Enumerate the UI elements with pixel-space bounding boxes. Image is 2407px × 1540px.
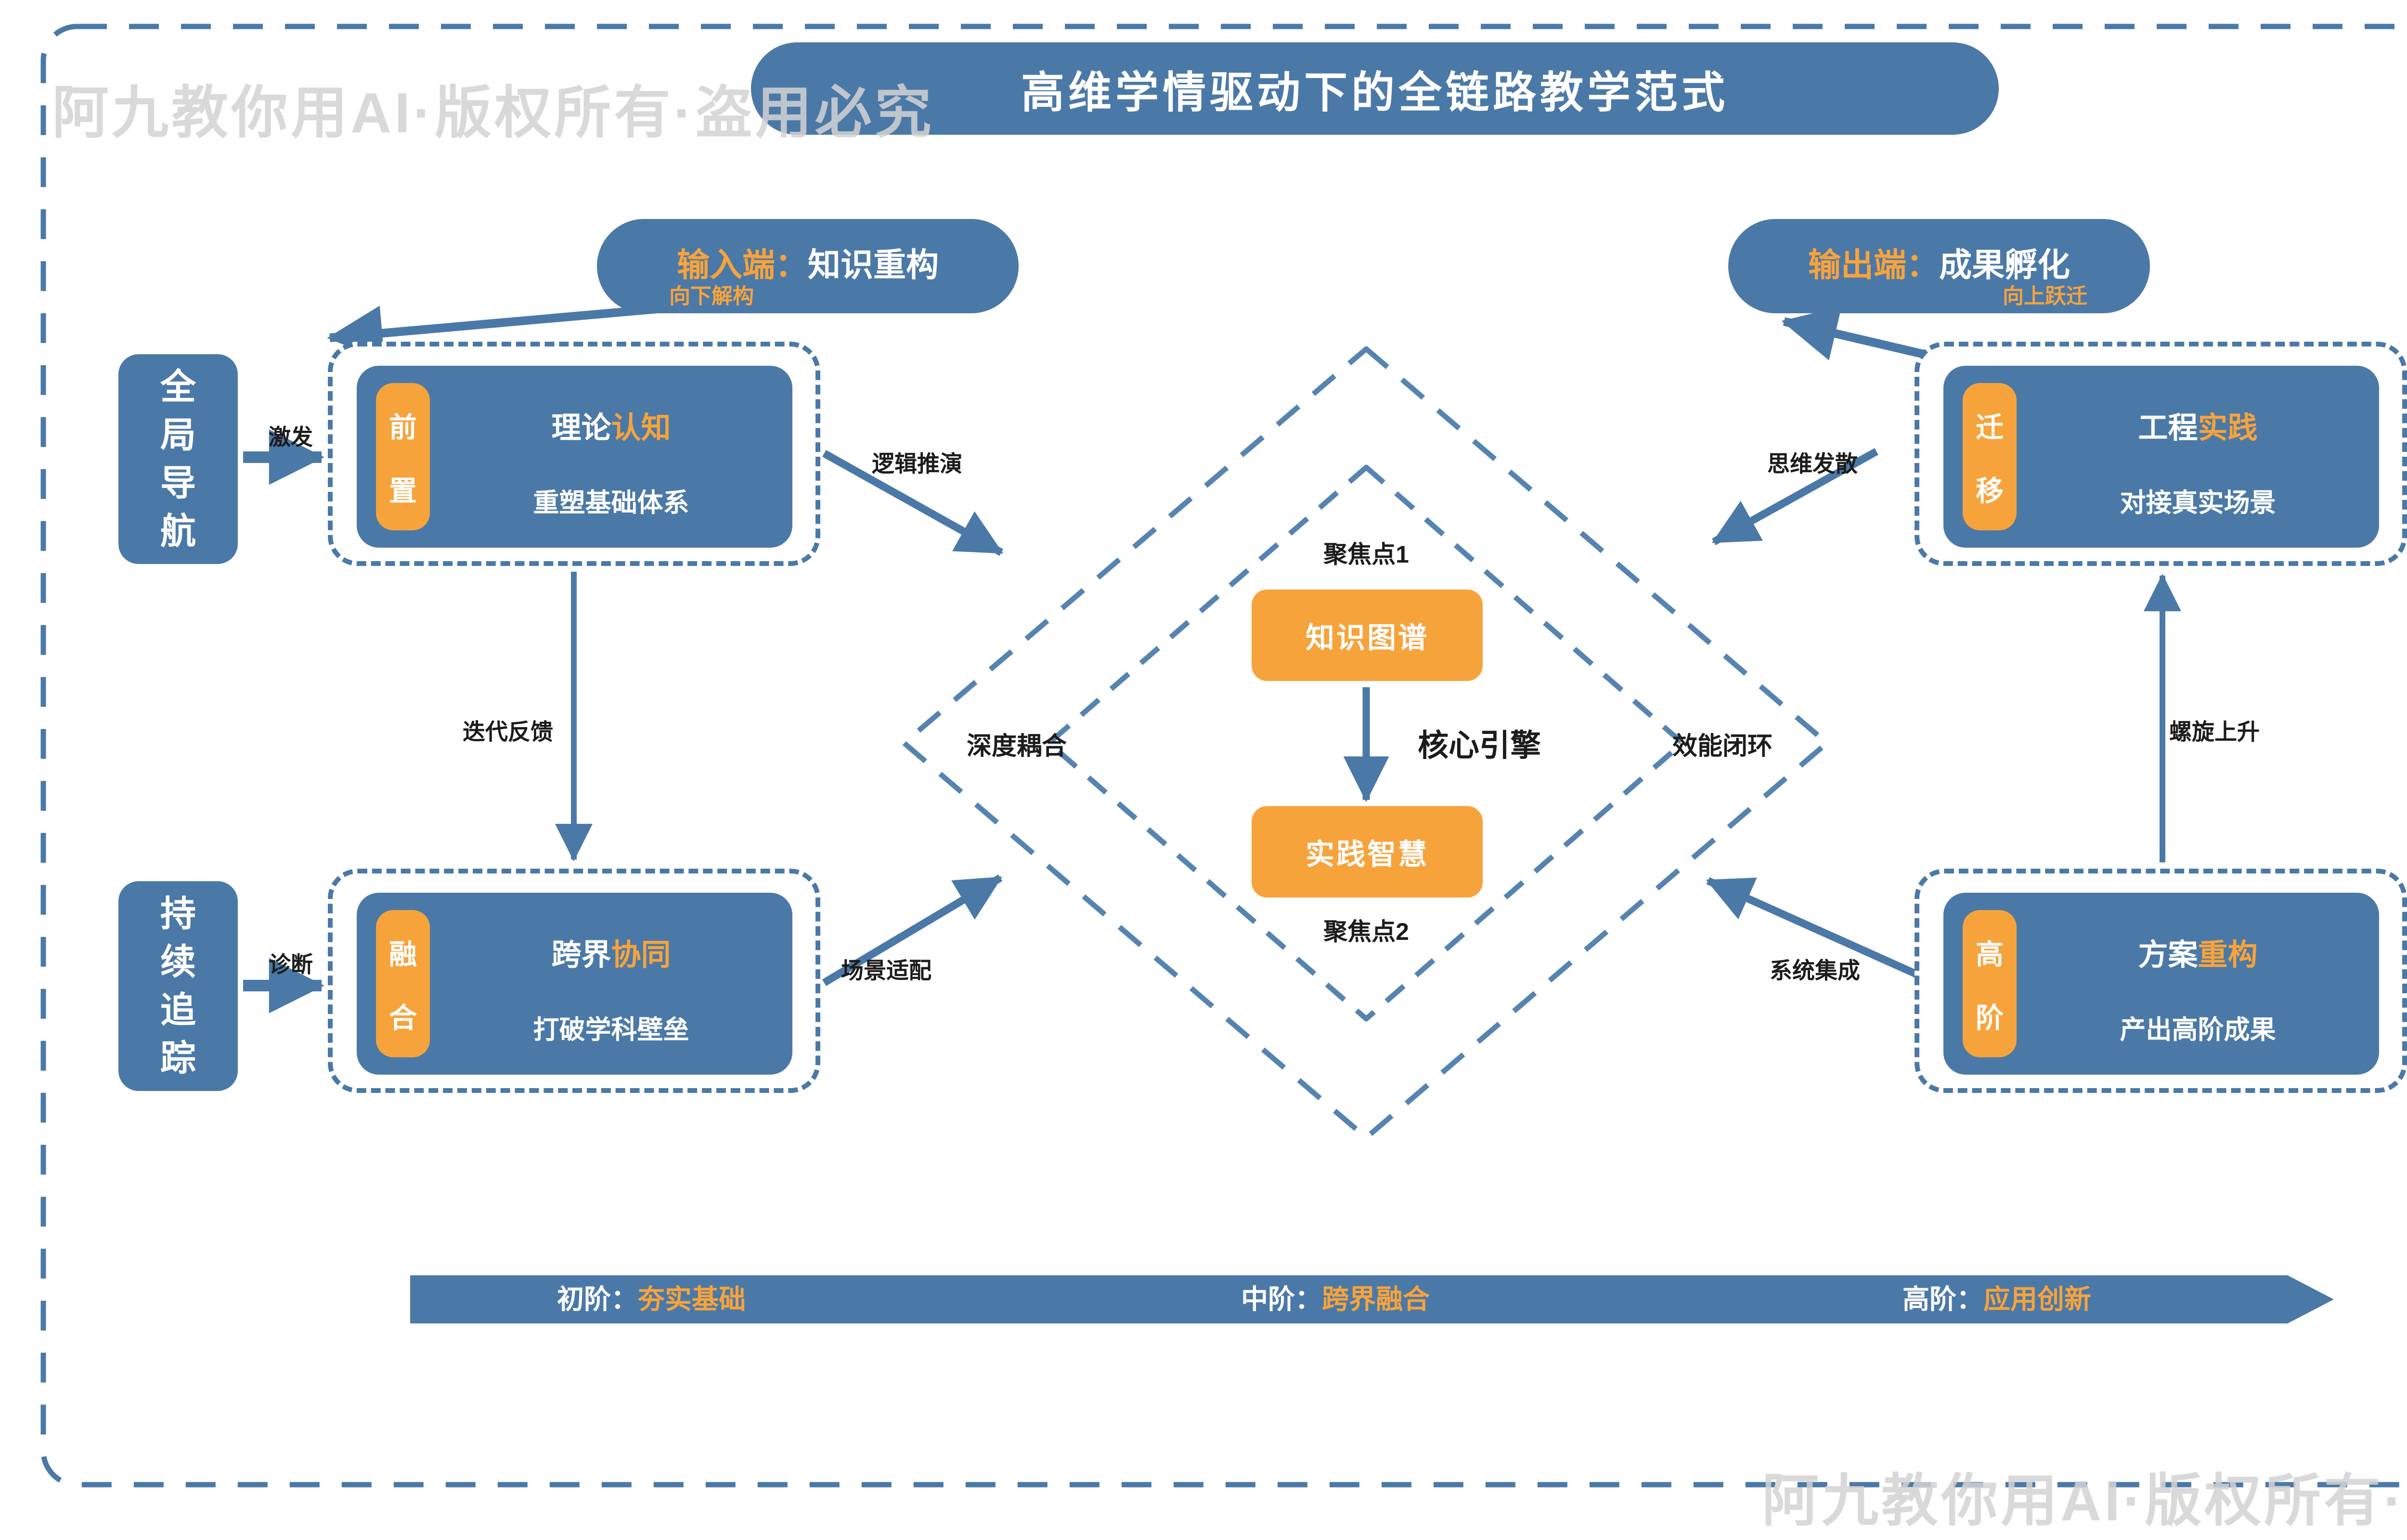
bar-prefix: 初阶：	[557, 1284, 638, 1314]
bar-prefix: 中阶：	[1241, 1284, 1322, 1314]
stage-text: 方案重构 产出高阶成果	[2017, 893, 2379, 1075]
efficiency-loop-label: 效能闭环	[1672, 732, 1773, 760]
stage-title-orange: 认知	[611, 411, 671, 445]
stage-box-inner: 高 阶 方案重构 产出高阶成果	[1943, 893, 2379, 1075]
label-spiral-up: 螺旋上升	[2169, 719, 2260, 744]
output-pill-text: 输出端：成果孵化	[1728, 238, 2150, 286]
vchar: 全	[160, 367, 196, 407]
label-thinking-divergence: 思维发散	[1767, 451, 1858, 476]
tag-char: 移	[1975, 475, 2004, 507]
label-iterative-feedback: 迭代反馈	[463, 719, 553, 744]
input-pill-note: 向下解构	[669, 284, 754, 308]
stage-title-white: 理论	[551, 411, 611, 445]
bar-label: 夯实基础	[638, 1284, 746, 1314]
stage-title-white: 工程	[2138, 411, 2198, 445]
bar-item-intermediate: 中阶：跨界融合	[1241, 1275, 1430, 1323]
inner-diamond	[1046, 464, 1685, 1022]
stage-tag-ronghe: 融 合	[376, 910, 430, 1057]
stage-title: 方案重构	[2138, 930, 2257, 974]
vchar: 导	[160, 463, 196, 503]
label-optimize: 优化	[2348, 947, 2407, 979]
stage-text: 工程实践 对接真实场景	[2017, 366, 2379, 548]
label-evaluate: 评估	[2348, 420, 2407, 451]
watermark-top-left: 阿九教你用AI·版权所有·盗用必究	[52, 81, 934, 145]
deep-coupling-label: 深度耦合	[966, 732, 1067, 760]
stage-box-inner: 前 置 理论认知 重塑基础体系	[357, 366, 792, 548]
tag-char: 迁	[1975, 412, 2004, 443]
focus-point-2: 聚焦点2	[1323, 918, 1409, 945]
input-pill-text: 输入端：知识重构	[597, 238, 1019, 286]
vchar: 持	[160, 894, 196, 934]
stage-title-orange: 实践	[2198, 411, 2258, 445]
stage-box-crossover-synergy: 融 合 跨界协同 打破学科壁垒	[328, 869, 820, 1093]
vchar: 续	[160, 942, 196, 982]
output-pill-label: 成果孵化	[1939, 247, 2071, 283]
side-box-continuous-tracking: 持 续 追 踪	[118, 881, 238, 1091]
tag-char: 阶	[1975, 1002, 2004, 1034]
input-pill-label: 知识重构	[808, 247, 939, 283]
stage-box-theory-cognition: 前 置 理论认知 重塑基础体系	[328, 342, 820, 566]
stage-title-white: 方案	[2138, 938, 2198, 972]
arrow-logic-deduction	[822, 450, 1004, 556]
stage-title-white: 跨界	[551, 938, 611, 972]
vchar: 航	[160, 511, 196, 551]
stage-subtitle: 产出高阶成果	[2120, 1015, 2276, 1044]
bar-prefix: 高阶：	[1902, 1284, 1983, 1314]
arrow-thinking-divergence	[1711, 448, 1878, 545]
stage-text: 跨界协同 打破学科壁垒	[430, 893, 792, 1075]
bar-item-advanced: 高阶：应用创新	[1902, 1275, 2091, 1323]
stage-title: 跨界协同	[551, 930, 671, 974]
bar-label: 跨界融合	[1322, 1284, 1430, 1314]
input-pill: 输入端：知识重构 向下解构	[597, 219, 1019, 313]
stage-box-solution-restructure: 高 阶 方案重构 产出高阶成果	[1915, 869, 2407, 1093]
stage-title: 工程实践	[2138, 403, 2257, 447]
tag-char: 高	[1975, 939, 2004, 970]
label-logic-deduction: 逻辑推演	[872, 451, 962, 476]
tag-char: 置	[388, 475, 417, 507]
diagram-title: 高维学情驱动下的全链路教学范式	[1021, 69, 1729, 117]
stage-title-orange: 重构	[2198, 938, 2258, 972]
bar-item-beginner: 初阶：夯实基础	[557, 1275, 746, 1323]
diagram-title-pill: 高维学情驱动下的全链路教学范式	[751, 42, 1999, 135]
stage-title: 理论认知	[551, 403, 671, 447]
stage-box-inner: 迁 移 工程实践 对接真实场景	[1943, 366, 2379, 548]
stage-title-orange: 协同	[611, 938, 671, 972]
node-knowledge-graph: 知识图谱	[1252, 590, 1483, 681]
stage-box-inner: 融 合 跨界协同 打破学科壁垒	[357, 893, 792, 1075]
label-diagnose: 诊断	[269, 952, 313, 977]
stage-tag-qianyi: 迁 移	[1963, 383, 2017, 530]
vchar: 踪	[160, 1038, 196, 1078]
arrow-system-integration	[1706, 877, 1930, 983]
watermark-bottom-right: 阿九教你用AI·版权所有·盗用必究	[1762, 1469, 2407, 1533]
vchar: 局	[160, 415, 196, 455]
stage-subtitle: 打破学科壁垒	[533, 1015, 689, 1044]
tag-char: 融	[388, 939, 417, 970]
output-pill-note: 向上跃迁	[2003, 284, 2087, 308]
arrow-input-deconstruct	[327, 305, 658, 361]
core-engine-label: 核心引擎	[1418, 728, 1541, 763]
label-scene-adaptation: 场景适配	[841, 958, 932, 983]
node-practice-wisdom: 实践智慧	[1252, 806, 1483, 898]
stage-text: 理论认知 重塑基础体系	[430, 366, 792, 548]
tag-char: 前	[388, 412, 417, 443]
output-pill: 输出端：成果孵化 向上跃迁	[1728, 219, 2150, 313]
bar-label: 应用创新	[1983, 1284, 2091, 1314]
focus-point-1: 聚焦点1	[1323, 541, 1409, 568]
stage-subtitle: 重塑基础体系	[533, 488, 689, 517]
stage-tag-qianzhi: 前 置	[376, 383, 430, 530]
page-dashed-border	[40, 24, 2407, 1488]
label-system-integration: 系统集成	[1770, 958, 1860, 983]
vchar: 追	[160, 990, 196, 1030]
side-box-global-navigation: 全 局 导 航	[118, 354, 238, 564]
outer-diamond	[901, 346, 1830, 1141]
stage-box-engineering-practice: 迁 移 工程实践 对接真实场景	[1915, 342, 2407, 566]
arrow-scene-adaptation	[822, 874, 1003, 986]
stage-tag-gaojie: 高 阶	[1963, 910, 2017, 1057]
input-pill-prefix: 输入端：	[676, 247, 808, 283]
label-activate: 激发	[269, 424, 313, 449]
output-pill-prefix: 输出端：	[1808, 247, 1939, 283]
stage-subtitle: 对接真实场景	[2120, 488, 2276, 517]
tag-char: 合	[388, 1002, 417, 1034]
stage-progress-bar: 初阶：夯实基础 中阶：跨界融合 高阶：应用创新	[410, 1275, 2334, 1323]
